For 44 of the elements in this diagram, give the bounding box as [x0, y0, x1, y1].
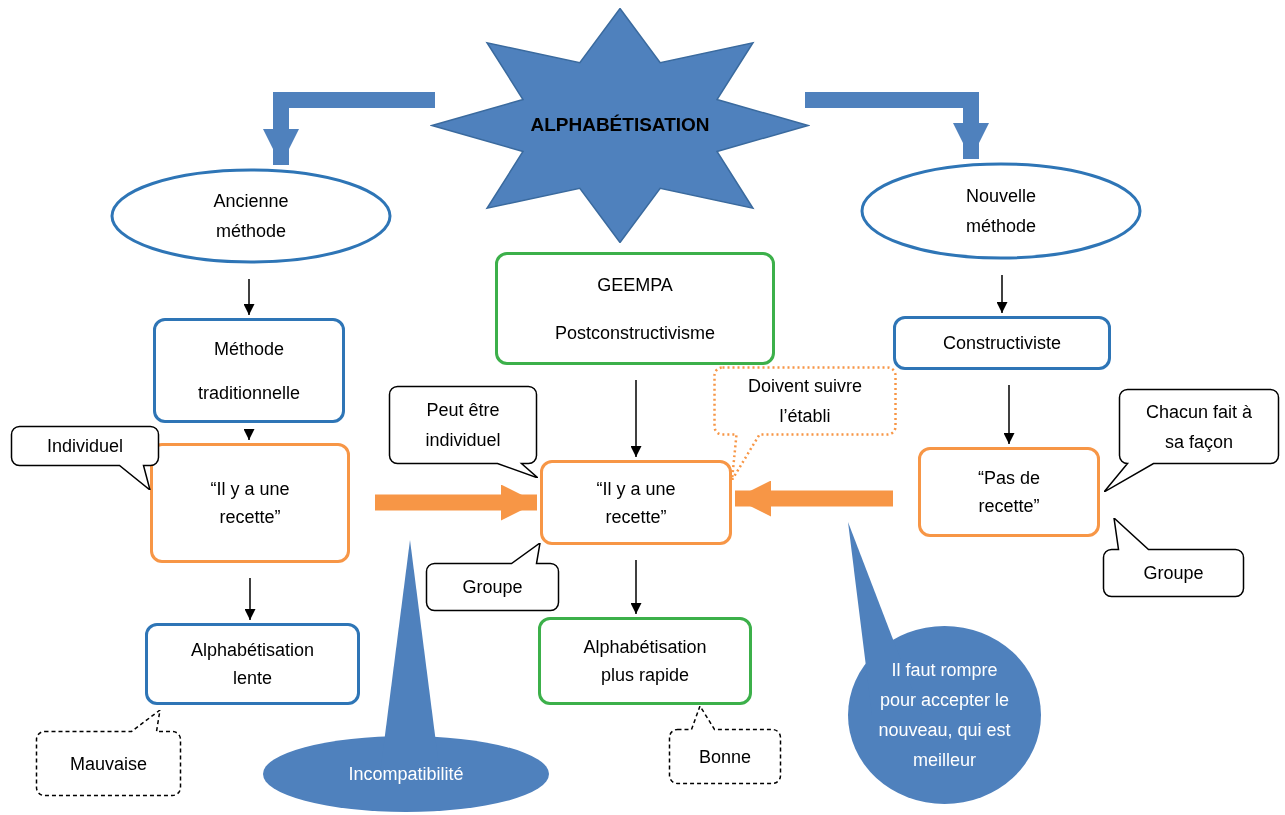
arrow: [630, 559, 642, 615]
node-text: Nouvelle méthode: [964, 185, 1038, 238]
arrow: [244, 577, 256, 621]
block-arrow: [805, 92, 989, 159]
process-box: [538, 617, 752, 705]
arrow: [243, 278, 255, 316]
node-text: “Pas de recette”: [976, 467, 1041, 518]
process-box: [540, 460, 732, 545]
callout-text: Mauvaise: [69, 752, 147, 776]
arrow: [243, 429, 255, 441]
method-ellipse: [110, 168, 392, 264]
node-text: “Il y a une recette”: [595, 477, 677, 529]
process-box: [153, 318, 345, 423]
callout-text: Groupe: [462, 576, 523, 599]
block-arrow: [375, 484, 537, 521]
node-text: Alphabétisation lente: [189, 639, 316, 690]
process-box: [918, 447, 1100, 537]
callout-text: Doivent suivre l’établi: [746, 375, 863, 428]
process-box: [495, 252, 775, 365]
star-shape: [430, 8, 810, 243]
arrow: [630, 379, 642, 458]
callout-text: Bonne: [698, 745, 752, 769]
node-text: Constructiviste: [942, 332, 1061, 355]
callout-text: Il faut rompre pour accepter le nouveau, qui est meilleur: [877, 659, 1012, 772]
node-text: “Il y a une recette”: [209, 478, 291, 529]
process-box: [893, 316, 1111, 370]
arrow: [996, 274, 1008, 314]
star-title: ALPHABÉTISATION: [530, 113, 710, 138]
process-box: [150, 443, 350, 563]
node-text: Méthode traditionnelle: [196, 337, 302, 405]
arrow: [1003, 384, 1015, 445]
method-ellipse: [860, 162, 1142, 260]
callout-text: Incompatibilité: [348, 763, 464, 786]
node-text: Alphabétisation plus rapide: [582, 636, 708, 687]
block-arrow: [263, 92, 435, 165]
block-arrow: [735, 480, 893, 517]
node-text: Postconstructivisme: [554, 321, 716, 345]
callout-text: Groupe: [1143, 562, 1204, 585]
callout-text: Chacun fait à sa façon: [1144, 400, 1254, 454]
callout-text: Individuel: [46, 435, 124, 458]
node-text: GEEMPA: [597, 273, 673, 297]
node-text: Ancienne méthode: [212, 190, 290, 243]
process-box: [145, 623, 360, 705]
callout-text: Peut être individuel: [424, 399, 502, 452]
